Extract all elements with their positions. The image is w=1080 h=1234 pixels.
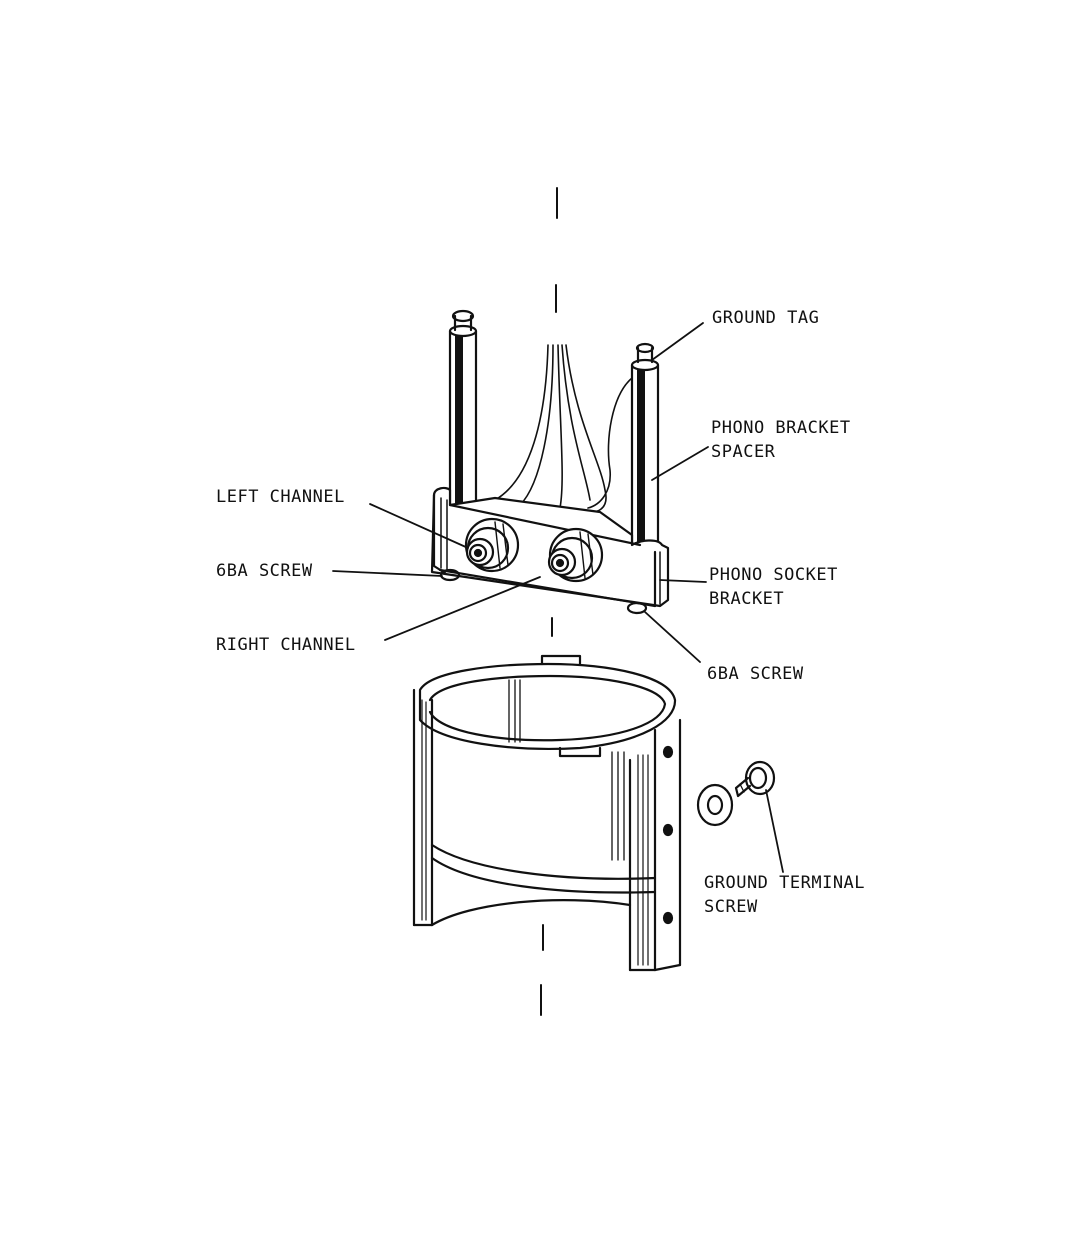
label-6ba-screw-left: 6BA SCREW	[216, 561, 313, 581]
label-phono-bracket-spacer-line2: SPACER	[711, 442, 776, 462]
leader-lines	[332, 322, 784, 873]
label-right-channel: RIGHT CHANNEL	[216, 635, 356, 655]
right-spacer-post	[630, 342, 660, 547]
label-ground-terminal-screw-line1: GROUND TERMINAL	[704, 873, 866, 893]
label-phono-socket-bracket-line2: BRACKET	[709, 589, 785, 609]
label-phono-bracket-spacer-line1: PHONO BRACKET	[711, 418, 851, 438]
left-spacer-post	[448, 309, 478, 507]
phono-socket-bracket	[430, 486, 670, 615]
label-ground-terminal-screw-line2: SCREW	[704, 897, 758, 917]
label-6ba-screw-right: 6BA SCREW	[707, 664, 804, 684]
cylindrical-housing	[412, 654, 682, 972]
wire-bundle	[494, 344, 633, 513]
label-left-channel: LEFT CHANNEL	[216, 487, 345, 507]
right-phono-socket	[547, 527, 604, 583]
label-phono-socket-bracket-line1: PHONO SOCKET	[709, 565, 838, 585]
ground-terminal-screw	[696, 760, 776, 827]
label-ground-tag: GROUND TAG	[712, 308, 820, 328]
left-phono-socket	[464, 517, 520, 573]
